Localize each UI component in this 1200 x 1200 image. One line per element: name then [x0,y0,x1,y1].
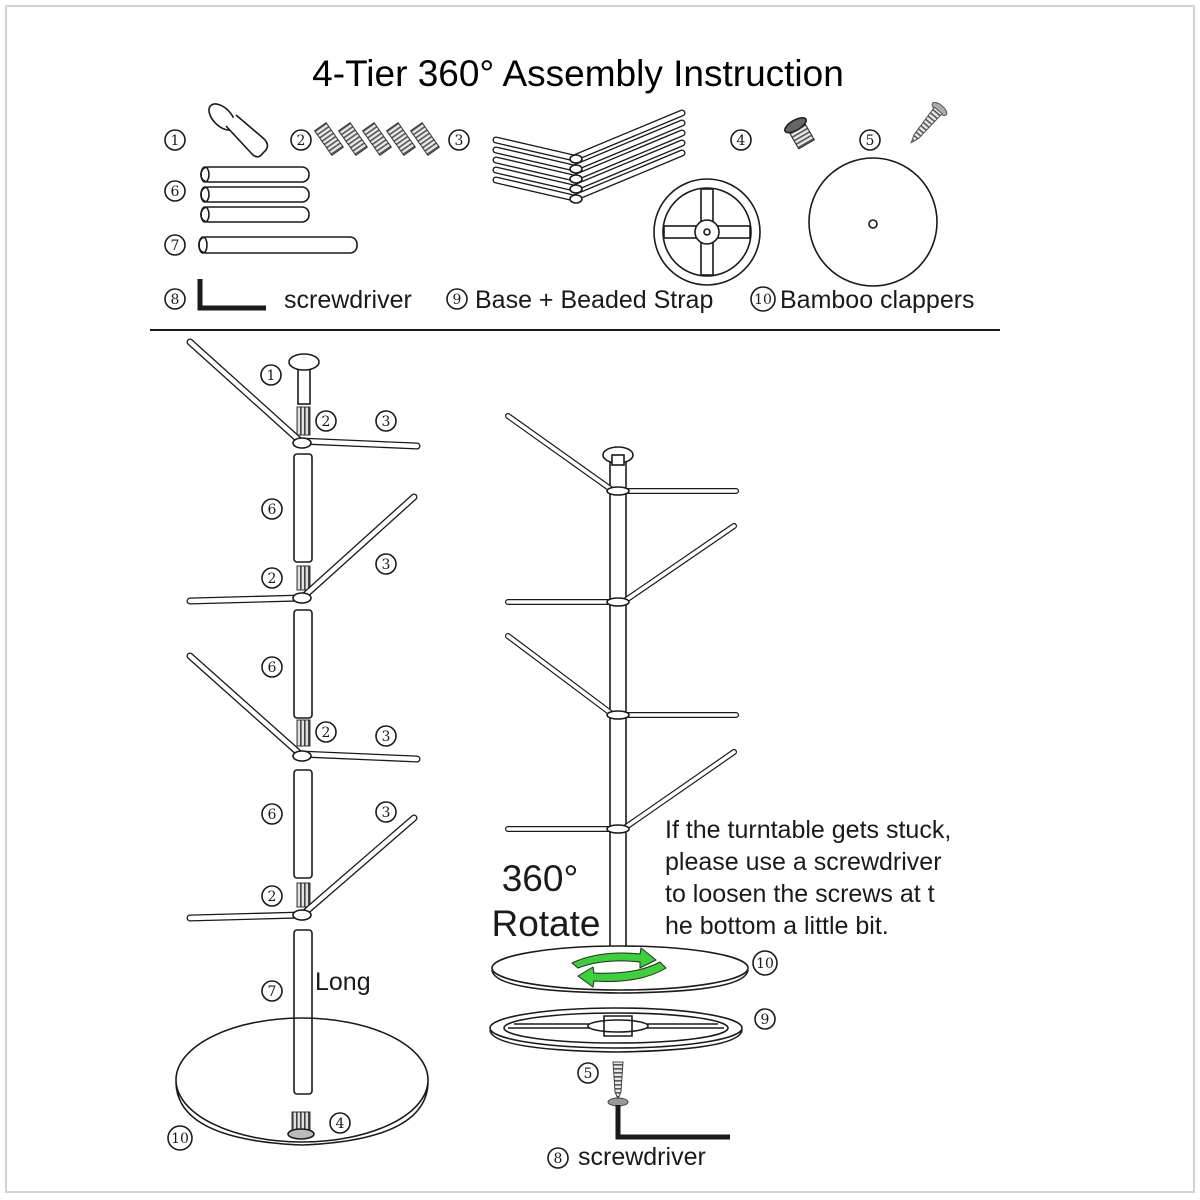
part-8-screwdriver: 8 screwdriver [164,279,412,314]
callout-1: 1 [267,368,276,384]
assembled-base [489,1007,743,1053]
part-5-screw: 5 [859,101,948,151]
part-number-3: 3 [455,133,464,149]
note-line-2: please use a screwdriver [665,848,942,876]
callout-3-tier3: 3 [382,729,391,745]
note-line-3: to loosen the screws at t [665,880,935,908]
part-6-rods: 6 [164,166,310,223]
part-number-4: 4 [737,133,746,149]
exploded-nut [287,1111,315,1140]
part-9-base: 9 Base + Beaded Strap [446,178,761,314]
parts-list: 1 2 3 [164,101,975,314]
exploded-view: 1 2 3 6 3 2 6 2 3 6 3 2 7 4 [167,338,429,1151]
part-number-5: 5 [866,133,875,149]
exploded-callouts: 1 2 3 6 3 2 6 2 3 6 3 2 7 4 [167,364,397,1151]
part-2-threaded-studs: 2 [290,122,441,156]
part-label-base: Base + Beaded Strap [475,286,713,314]
part-number-8: 8 [171,292,180,308]
page-title: 4-Tier 360° Assembly Instruction [312,53,844,94]
exploded-threads [296,406,311,908]
assembled-view: 10 9 5 8 [489,413,778,1169]
callout-7: 7 [268,984,277,1000]
part-number-2: 2 [297,133,306,149]
long-rod-label: Long [315,968,371,996]
part-number-10: 10 [754,292,772,308]
turntable-note: If the turntable gets stuck, please use … [665,816,951,940]
part-3-v-arms: 3 [448,109,686,203]
assembled-screw [607,1061,629,1107]
rotate-label: Rotate [491,903,600,944]
assembled-arms [505,413,739,834]
exploded-arms [186,338,421,922]
part-number-1: 1 [171,133,180,149]
part-number-6: 6 [171,184,180,200]
assembled-callout-8: 8 [554,1151,563,1167]
assembled-callout-10: 10 [756,956,774,972]
callout-6-b: 6 [268,660,277,676]
callout-3-tier4: 3 [382,805,391,821]
rotate-degrees: 360° [502,858,579,899]
rotate-arrows-icon [571,947,667,988]
assembled-bamboo-disc [491,945,749,994]
part-7-long-rod: 7 [164,234,358,256]
callout-10: 10 [171,1131,189,1147]
part-4-nut: 4 [730,117,815,151]
callout-6-c: 6 [268,807,277,823]
part-number-9: 9 [453,292,462,308]
callout-6-a: 6 [268,502,277,518]
assembled-hex-key [615,1105,730,1140]
callout-2-tier3: 2 [322,725,331,741]
callout-2-tier4: 2 [268,889,277,905]
callout-2-tier1: 2 [322,414,331,430]
callout-3-tier1: 3 [382,414,391,430]
part-1-cap-bolt: 1 [164,103,269,158]
callout-2-tier2: 2 [268,571,277,587]
callout-3-tier2: 3 [382,557,391,573]
part-10-bamboo-disc: 10 Bamboo clappers [750,157,975,314]
part-label-bamboo: Bamboo clappers [780,286,975,314]
exploded-cap-bolt [288,353,320,405]
page-frame [5,5,1195,1193]
callout-4: 4 [336,1116,345,1132]
note-line-4: he bottom a little bit. [665,912,889,940]
note-line-1: If the turntable gets stuck, [665,816,951,844]
exploded-rods [293,453,313,1095]
part-label-screwdriver: screwdriver [284,286,412,314]
assembled-callout-9: 9 [761,1012,770,1028]
exploded-base-disc [175,1017,429,1143]
assembled-callout-5: 5 [584,1066,593,1082]
part-number-7: 7 [171,238,180,254]
bottom-screwdriver-label: screwdriver [578,1143,706,1171]
